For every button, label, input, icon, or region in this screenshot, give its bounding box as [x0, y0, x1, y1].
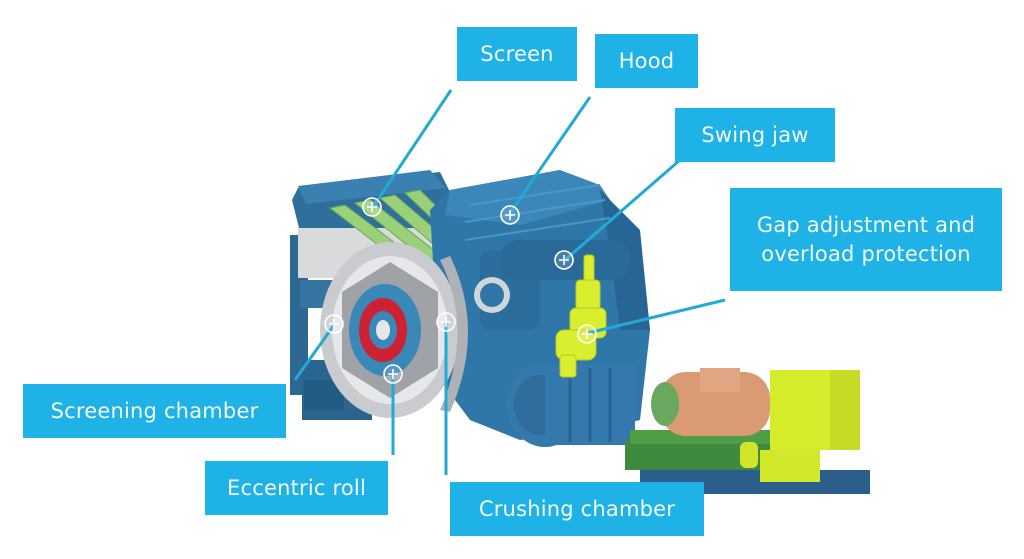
- label-hood[interactable]: Hood: [595, 34, 698, 88]
- label-gap-adjustment-line2: overload protection: [761, 241, 971, 266]
- plus-circle-icon[interactable]: [324, 314, 344, 334]
- plus-circle-icon[interactable]: [436, 312, 456, 332]
- plus-circle-icon[interactable]: [383, 364, 403, 384]
- label-hood-text: Hood: [618, 48, 675, 73]
- plus-circle-icon[interactable]: [577, 324, 597, 344]
- label-screening-chamber[interactable]: Screening chamber: [23, 384, 286, 438]
- label-crushing-chamber[interactable]: Crushing chamber: [450, 482, 704, 536]
- label-gap-adjustment-line1: Gap adjustment and: [756, 213, 976, 238]
- plus-circle-icon[interactable]: [500, 205, 520, 225]
- label-crushing-chamber-text: Crushing chamber: [478, 496, 676, 521]
- eccentric-roll-disc: [320, 242, 468, 418]
- label-swing-jaw-text: Swing jaw: [701, 122, 809, 147]
- label-eccentric-roll[interactable]: Eccentric roll: [205, 461, 388, 515]
- hotspots: [324, 197, 597, 384]
- label-screen[interactable]: Screen: [457, 27, 577, 81]
- label-swing-jaw[interactable]: Swing jaw: [675, 108, 835, 162]
- label-screening-chamber-text: Screening chamber: [50, 398, 259, 423]
- label-eccentric-roll-text: Eccentric roll: [226, 475, 366, 500]
- crusher-body: [430, 170, 650, 447]
- plus-circle-icon[interactable]: [362, 197, 382, 217]
- label-screen-text: Screen: [480, 41, 554, 66]
- leader-lines: [293, 89, 726, 475]
- label-gap-adjustment[interactable]: Gap adjustment and overload protection: [730, 188, 1002, 291]
- gap-adjustment-cylinder: [555, 254, 607, 378]
- motor-unit: [625, 368, 870, 494]
- plus-circle-icon[interactable]: [554, 250, 574, 270]
